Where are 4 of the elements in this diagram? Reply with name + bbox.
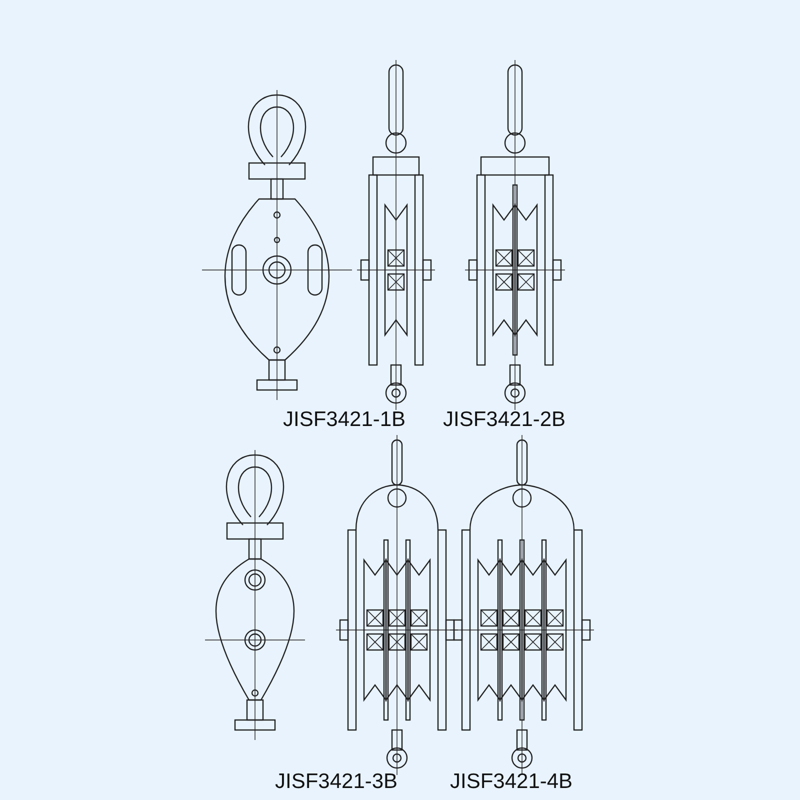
model-label: JISF3421-3B (275, 770, 398, 794)
model-label: JISF3421-4B (450, 770, 573, 794)
model-label: JISF3421-2B (443, 408, 566, 432)
model-label: JISF3421-1B (283, 408, 406, 432)
